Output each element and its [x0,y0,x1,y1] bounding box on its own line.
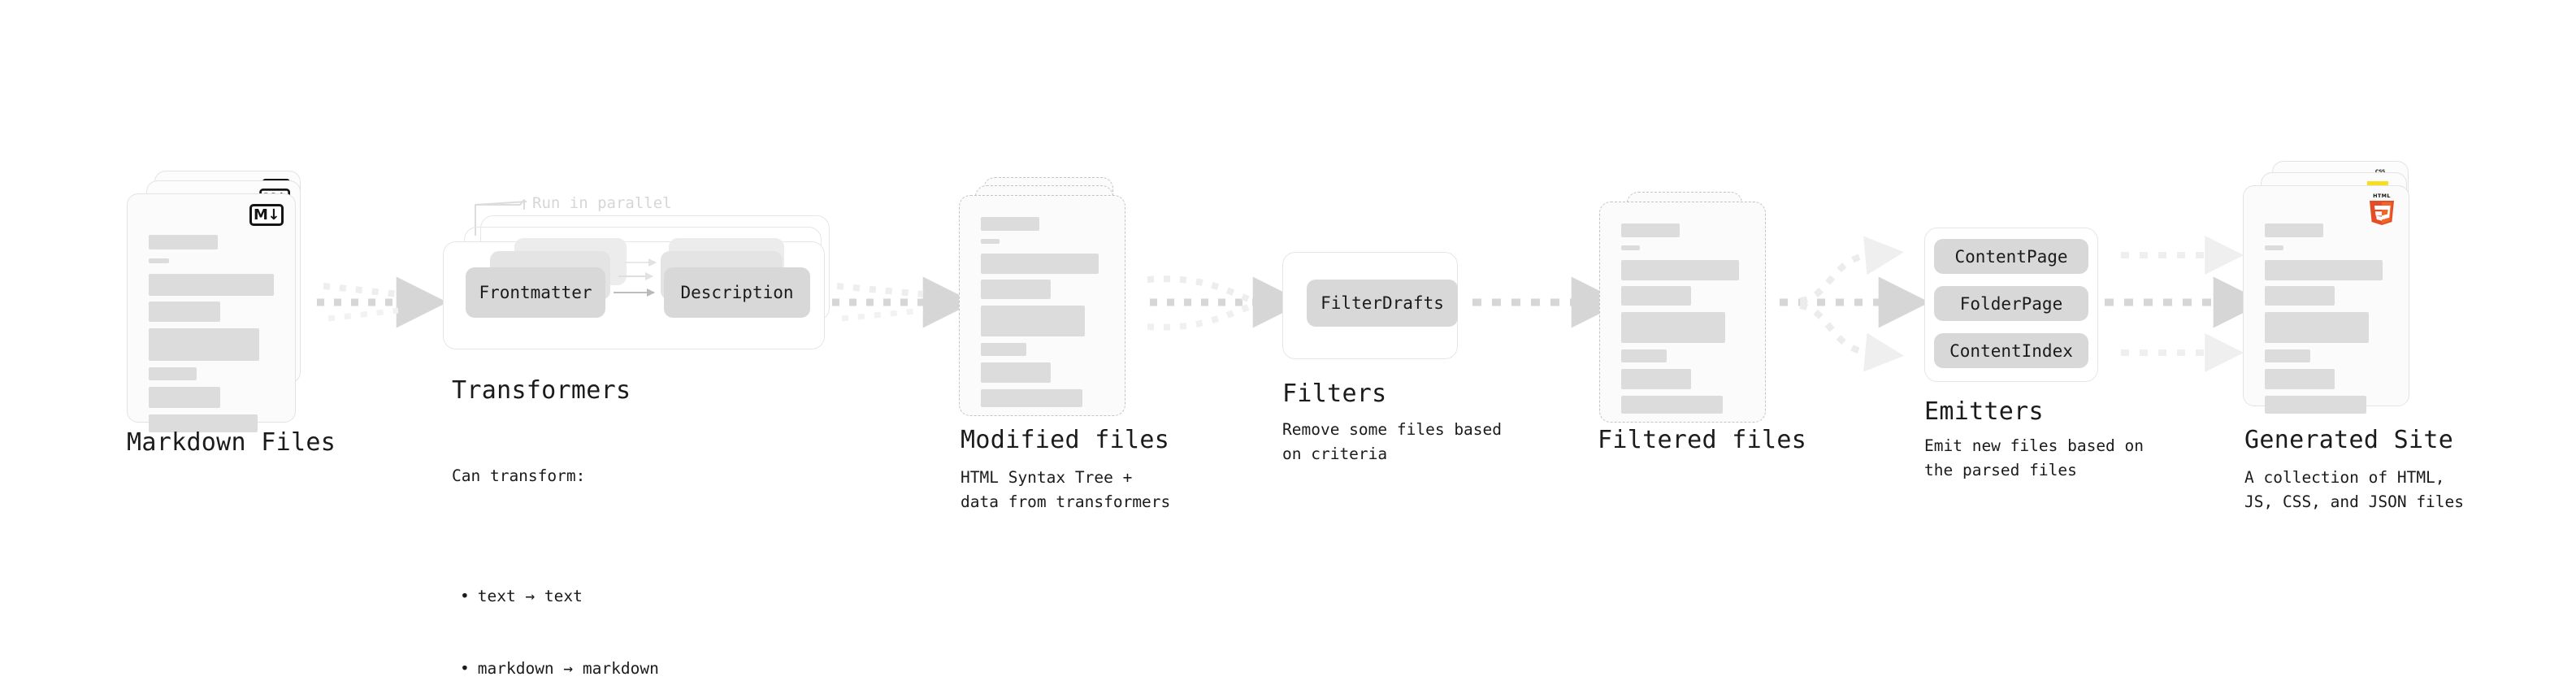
transformers-group: Frontmatter Description [443,215,841,354]
markdown-glyph: M↓ [254,206,280,223]
transformers-description: Can transform: text → text markdown → ma… [452,416,659,681]
skeleton-bar [149,387,220,408]
stage-title-modified-files: Modified files [961,426,1170,454]
chip-filterdrafts[interactable]: FilterDrafts [1307,280,1458,327]
filtered-skeleton-body [1600,202,1765,422]
site-card-front: HTML [2243,185,2409,414]
skeleton-bar [1621,312,1726,343]
chip-frontmatter[interactable]: Frontmatter [466,267,605,318]
skeleton-bar [981,362,1052,383]
modified-card-front [959,195,1125,416]
skeleton-bar [1621,245,1640,250]
skeleton-bar [2265,245,2283,250]
connector-transformers-to-modified [832,276,974,328]
emitters-group: ContentPage FolderPage ContentIndex [1924,228,2098,382]
skeleton-bar [149,328,259,361]
transformers-desc-item: text → text [460,584,659,609]
skeleton-bar [981,254,1099,274]
html5-badge: HTML [2366,191,2397,227]
transformers-desc-heading: Can transform: [452,466,586,486]
skeleton-bar [981,306,1086,336]
skeleton-bar [1621,286,1692,306]
skeleton-bar [2265,349,2310,362]
stage-title-transformers: Transformers [452,376,631,405]
markdown-card-front: M↓ [127,193,296,432]
markdown-files-stack: M↓ M↓ M↓ [127,171,314,432]
skeleton-bar [2265,286,2335,306]
stage-title-markdown-files: Markdown Files [127,428,336,457]
skeleton-bar [981,217,1040,231]
skeleton-bar [2265,260,2383,280]
skeleton-bar [1621,369,1692,389]
connector-emitters-to-site [2105,236,2265,372]
connector-md-to-transformers [317,276,448,328]
skeleton-bar [2265,396,2367,414]
skeleton-bar [981,343,1026,356]
skeleton-bar [149,235,218,249]
css-badge-label: CSS [2375,170,2386,175]
skeleton-bar [2265,312,2370,343]
generated-site-description: A collection of HTML, JS, CSS, and JSON … [2244,468,2465,511]
transformers-desc-item: markdown → markdown [460,657,659,681]
emitters-description: Emit new files based on the parsed files [1924,436,2144,479]
transformer-inner-arrows [614,258,657,297]
chip-contentpage[interactable]: ContentPage [1934,239,2088,274]
modified-files-description: HTML Syntax Tree + data from transformer… [961,468,1171,511]
modified-skeleton-body [960,196,1125,415]
skeleton-bar [981,239,1000,244]
skeleton-bar [2265,223,2324,237]
skeleton-bar [1621,260,1739,280]
skeleton-bar [2265,369,2335,389]
stage-title-filters: Filters [1282,380,1387,408]
skeleton-bar [1621,396,1724,414]
skeleton-bar [1621,223,1680,237]
generated-site-stack: CSS HTML [2243,161,2446,421]
connector-modified-to-filters [1147,275,1304,331]
stage-title-emitters: Emitters [1924,397,2044,426]
site-skeleton-body [2244,186,2409,414]
skeleton-bar [981,280,1052,299]
skeleton-bar [981,389,1083,407]
stage-title-filtered-files: Filtered files [1598,426,1807,454]
chip-folderpage[interactable]: FolderPage [1934,286,2088,321]
connector-filtered-to-emitters [1780,236,1930,372]
skeleton-bar [1621,349,1667,362]
skeleton-bar [149,367,197,380]
transformers-desc-list: text → text markdown → markdown html → h… [460,536,659,681]
filters-description: Remove some files based on criteria [1282,420,1503,463]
svg-text:HTML: HTML [2373,193,2391,199]
stage-title-generated-site: Generated Site [2244,426,2454,454]
chip-description[interactable]: Description [664,267,810,318]
markdown-skeleton-body [128,194,295,432]
chip-contentindex[interactable]: ContentIndex [1934,333,2088,368]
filtered-card-front [1599,202,1766,423]
filters-group: FilterDrafts [1282,252,1458,359]
modified-files-stack [959,177,1146,421]
markdown-badge: M↓ [249,204,284,226]
run-in-parallel-label: Run in parallel [532,194,672,212]
skeleton-bar [149,414,258,432]
skeleton-bar [149,301,220,322]
skeleton-bar [149,274,274,296]
filtered-files-stack [1599,192,1778,423]
skeleton-bar [149,258,169,263]
